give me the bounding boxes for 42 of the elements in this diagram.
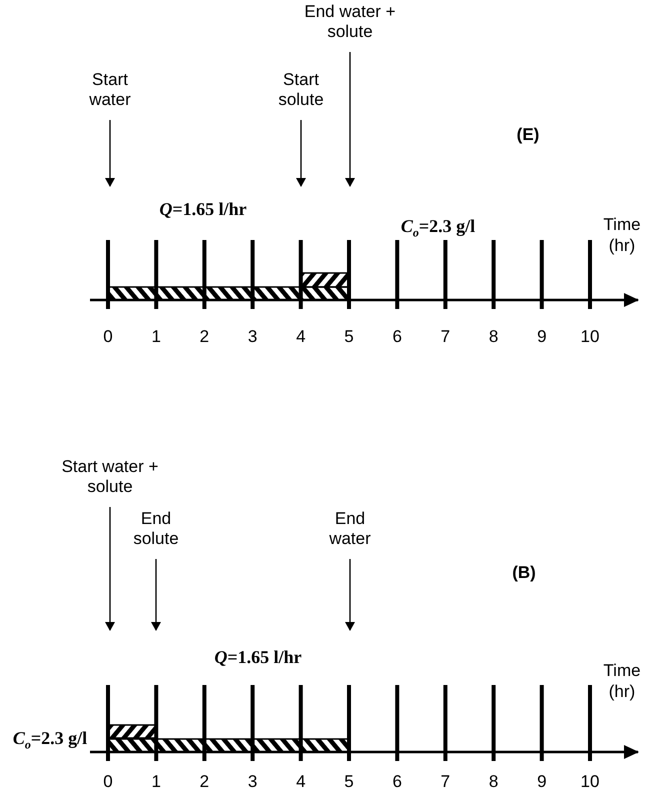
axis-title: Time (hr) <box>602 214 642 256</box>
arrow <box>151 559 161 631</box>
tick-label: 10 <box>580 771 600 792</box>
tick-label: 6 <box>392 771 402 792</box>
tick-label: 8 <box>488 771 498 792</box>
tick-label: 0 <box>103 326 113 347</box>
parameter-label: C$_{o}$=2.3 g/l <box>400 216 476 242</box>
parameter-label: Q=1.65 l/hr <box>214 647 302 668</box>
tick-label: 7 <box>440 326 450 347</box>
event-label: End water + solute <box>290 2 410 42</box>
tick-label: 6 <box>392 326 402 347</box>
tick-label: 4 <box>296 326 306 347</box>
tick-label: 9 <box>537 771 547 792</box>
tick-label: 4 <box>296 771 306 792</box>
arrow <box>105 120 115 187</box>
tick-label: 1 <box>151 771 161 792</box>
tick-label: 10 <box>580 326 600 347</box>
arrow <box>345 559 355 631</box>
event-label: Start solute <box>261 70 341 110</box>
tick-label: 8 <box>488 326 498 347</box>
tick-label: 0 <box>103 771 113 792</box>
arrow <box>345 52 355 187</box>
tick-label: 2 <box>200 326 210 347</box>
parameter-label: C$_{o}$=2.3 g/l <box>12 728 88 754</box>
tick-label: 2 <box>200 771 210 792</box>
tick-label: 3 <box>248 326 258 347</box>
tick-label: 1 <box>151 326 161 347</box>
tick-label: 5 <box>344 771 354 792</box>
arrow <box>105 507 115 631</box>
event-label: Start water + solute <box>45 457 175 497</box>
event-label: End solute <box>116 509 196 549</box>
arrow <box>296 120 306 187</box>
tick-label: 5 <box>344 326 354 347</box>
panel-label: (E) <box>516 124 540 145</box>
event-label: End water <box>325 509 375 549</box>
panel-label: (B) <box>512 562 536 583</box>
axis-title: Time (hr) <box>602 660 642 702</box>
tick-label: 7 <box>440 771 450 792</box>
parameter-label: Q=1.65 l/hr <box>159 199 247 220</box>
event-label: Start water <box>70 70 150 110</box>
tick-label: 9 <box>537 326 547 347</box>
tick-label: 3 <box>248 771 258 792</box>
